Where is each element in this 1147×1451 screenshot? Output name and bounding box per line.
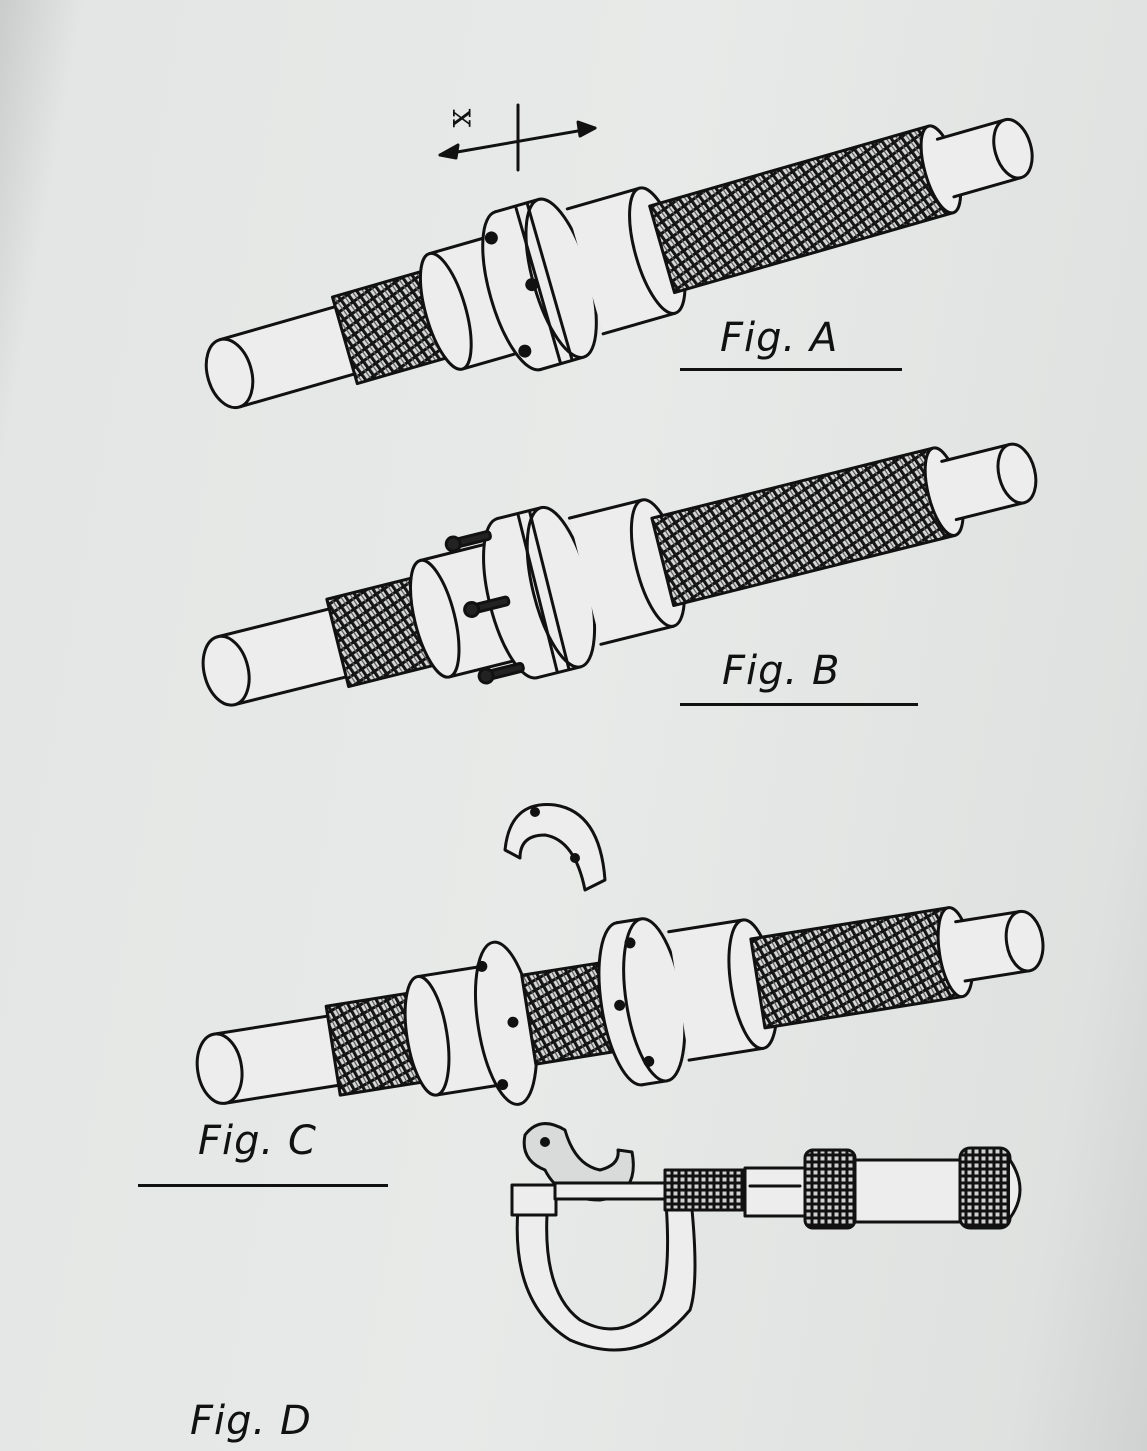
fig-a-underline: [680, 368, 902, 371]
displacement-arrow: [438, 103, 597, 172]
fig-a-drawing: [204, 117, 1034, 410]
fig-b-drawing: [201, 442, 1038, 707]
fig-c-label: Fig. C: [198, 1118, 317, 1164]
fig-a-label: Fig. A: [720, 315, 839, 361]
shim-piece: [503, 803, 607, 892]
fig-c-drawing: [195, 906, 1045, 1106]
shift-symbol: x: [439, 108, 480, 128]
fig-d-label: Fig. D: [190, 1398, 312, 1444]
micrometer-drawing: [510, 1122, 1022, 1352]
fig-b-label: Fig. B: [722, 648, 841, 694]
fig-b-underline: [680, 703, 918, 706]
fig-c-underline: [138, 1184, 388, 1187]
